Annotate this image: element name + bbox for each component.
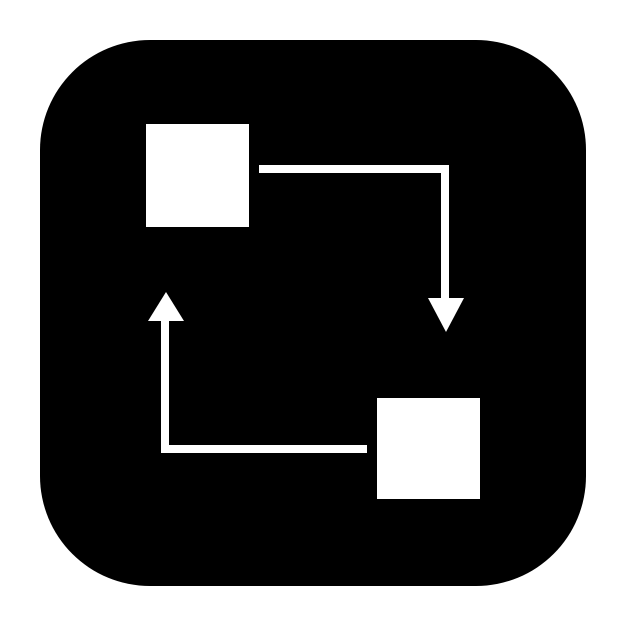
end-node-square: [377, 398, 480, 499]
start-node-square: [146, 124, 249, 227]
return-arrow-line: [161, 318, 367, 453]
forward-arrowhead: [428, 298, 464, 332]
return-arrow-icon: [148, 292, 367, 453]
return-arrowhead: [148, 292, 184, 321]
icon-background: [40, 40, 586, 586]
forward-arrow-line: [259, 165, 449, 300]
forward-arrow-icon: [259, 165, 464, 332]
